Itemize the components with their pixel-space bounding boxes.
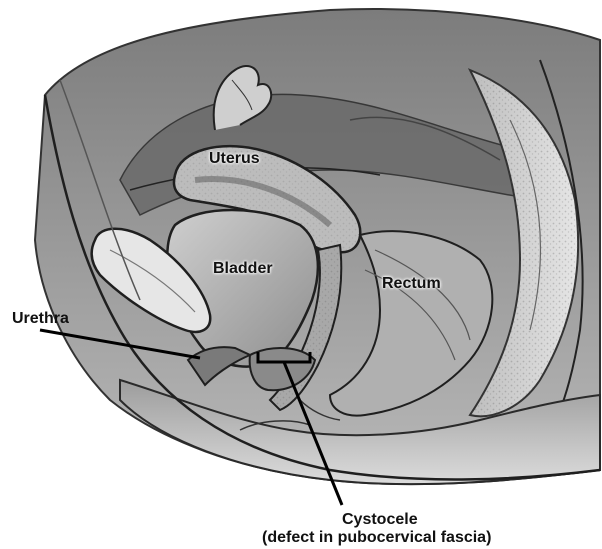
- urethra-label: Urethra: [12, 311, 69, 327]
- cystocele-label: Cystocele (defect in pubocervical fascia…: [262, 512, 602, 546]
- bladder-label: Bladder: [213, 261, 273, 277]
- uterus-label: Uterus: [209, 151, 260, 167]
- cystocele-title: Cystocele: [262, 512, 602, 528]
- rectum-label: Rectum: [382, 276, 441, 292]
- cystocele-note: (defect in pubocervical fascia): [262, 530, 602, 546]
